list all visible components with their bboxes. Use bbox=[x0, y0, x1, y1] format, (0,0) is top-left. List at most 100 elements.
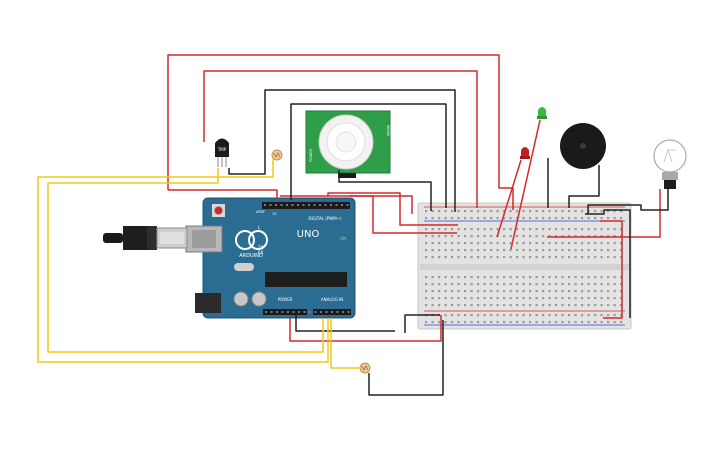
breadboard-hole bbox=[516, 228, 519, 231]
arduino-header-pins[interactable] bbox=[264, 204, 350, 313]
breadboard-hole bbox=[581, 242, 584, 245]
breadboard-hole bbox=[535, 210, 538, 213]
breadboard-hole bbox=[574, 210, 577, 213]
breadboard-hole bbox=[451, 283, 454, 286]
breadboard-hole bbox=[529, 283, 532, 286]
breadboard-hole bbox=[457, 249, 460, 252]
header-pin bbox=[309, 311, 311, 313]
breadboard-hole bbox=[607, 228, 610, 231]
yellow-wires[interactable] bbox=[37, 158, 359, 369]
breadboard-hole bbox=[522, 297, 525, 300]
breadboard-hole bbox=[548, 210, 551, 213]
breadboard-hole bbox=[522, 256, 525, 259]
breadboard-hole bbox=[568, 297, 571, 300]
breadboard-hole bbox=[581, 210, 584, 213]
header-pin bbox=[342, 311, 344, 313]
breadboard-hole bbox=[600, 314, 603, 317]
led-icon[interactable] bbox=[520, 147, 530, 159]
breadboard-hole bbox=[613, 290, 616, 293]
breadboard-hole bbox=[451, 256, 454, 259]
breadboard-holes[interactable] bbox=[425, 210, 623, 324]
buzzer-icon[interactable] bbox=[560, 123, 606, 169]
breadboard-hole bbox=[509, 304, 512, 307]
arduino-brand-text: ARDUINO bbox=[239, 253, 263, 259]
led-icon[interactable] bbox=[537, 107, 547, 119]
breadboard-hole bbox=[587, 217, 590, 220]
breadboard-hole bbox=[607, 276, 610, 279]
breadboard-hole bbox=[522, 242, 525, 245]
breadboard-hole bbox=[490, 217, 493, 220]
breadboard-hole bbox=[600, 210, 603, 213]
header-pin bbox=[298, 311, 300, 313]
breadboard-hole bbox=[607, 314, 610, 317]
breadboard-hole bbox=[431, 235, 434, 238]
breadboard-hole bbox=[594, 283, 597, 286]
breadboard-hole bbox=[509, 235, 512, 238]
breadboard-hole bbox=[574, 290, 577, 293]
breadboard-hole bbox=[451, 228, 454, 231]
breadboard-hole bbox=[438, 276, 441, 279]
breadboard-hole bbox=[516, 249, 519, 252]
breadboard-hole bbox=[483, 304, 486, 307]
breadboard-hole bbox=[490, 210, 493, 213]
breadboard-hole bbox=[503, 249, 506, 252]
red-wires[interactable] bbox=[167, 54, 661, 342]
photoresistor-icon[interactable] bbox=[271, 149, 283, 161]
usb-cable-icon[interactable] bbox=[103, 226, 188, 250]
breadboard-hole bbox=[490, 249, 493, 252]
header-pin bbox=[297, 204, 299, 206]
breadboard-hole bbox=[503, 304, 506, 307]
breadboard-hole bbox=[581, 235, 584, 238]
breadboard-hole bbox=[438, 290, 441, 293]
breadboard-hole bbox=[613, 321, 616, 324]
breadboard-hole bbox=[529, 297, 532, 300]
tx-led-label: TX bbox=[257, 245, 263, 250]
breadboard-hole bbox=[620, 314, 623, 317]
header-pin bbox=[341, 204, 343, 206]
breadboard-hole bbox=[516, 290, 519, 293]
breadboard-hole bbox=[561, 242, 564, 245]
breadboard-hole bbox=[594, 217, 597, 220]
breadboard-hole bbox=[503, 210, 506, 213]
breadboard-hole bbox=[555, 249, 558, 252]
breadboard-hole bbox=[522, 304, 525, 307]
header-pin bbox=[280, 204, 283, 206]
breadboard-hole bbox=[496, 242, 499, 245]
breadboard-hole bbox=[607, 290, 610, 293]
arduino-uno-board[interactable]: ARDUINO UNO DIGITAL (PWM~) POWER ANALOG … bbox=[185, 197, 356, 319]
breadboard-hole bbox=[568, 276, 571, 279]
breadboard-hole bbox=[581, 249, 584, 252]
temperature-sensor-icon[interactable]: TMP bbox=[215, 138, 229, 168]
breadboard-hole bbox=[600, 228, 603, 231]
breadboard-hole bbox=[496, 290, 499, 293]
breadboard-hole bbox=[496, 249, 499, 252]
breadboard-hole bbox=[529, 304, 532, 307]
header-pin bbox=[281, 311, 284, 313]
breadboard-hole bbox=[431, 242, 434, 245]
pir-sensor[interactable]: POWER SENSE bbox=[305, 110, 391, 178]
breadboard-hole bbox=[561, 217, 564, 220]
light-bulb-icon[interactable] bbox=[653, 139, 687, 189]
header-pin bbox=[291, 204, 294, 206]
breadboard-hole bbox=[542, 283, 545, 286]
rx-led-label: RX bbox=[258, 250, 264, 255]
breadboard-hole bbox=[613, 283, 616, 286]
breadboard-hole bbox=[574, 276, 577, 279]
breadboard-hole bbox=[503, 314, 506, 317]
breadboard-hole bbox=[438, 242, 441, 245]
black-wires[interactable] bbox=[228, 89, 669, 396]
breadboard-hole bbox=[535, 235, 538, 238]
breadboard[interactable] bbox=[417, 202, 632, 330]
breadboard-hole bbox=[470, 217, 473, 220]
breadboard-hole bbox=[464, 217, 467, 220]
breadboard-hole bbox=[483, 249, 486, 252]
breadboard-hole bbox=[535, 314, 538, 317]
breadboard-hole bbox=[451, 235, 454, 238]
photoresistor-icon[interactable] bbox=[359, 362, 371, 374]
breadboard-hole bbox=[535, 228, 538, 231]
breadboard-hole bbox=[516, 235, 519, 238]
breadboard-hole bbox=[477, 217, 480, 220]
breadboard-hole bbox=[613, 242, 616, 245]
breadboard-hole bbox=[548, 228, 551, 231]
